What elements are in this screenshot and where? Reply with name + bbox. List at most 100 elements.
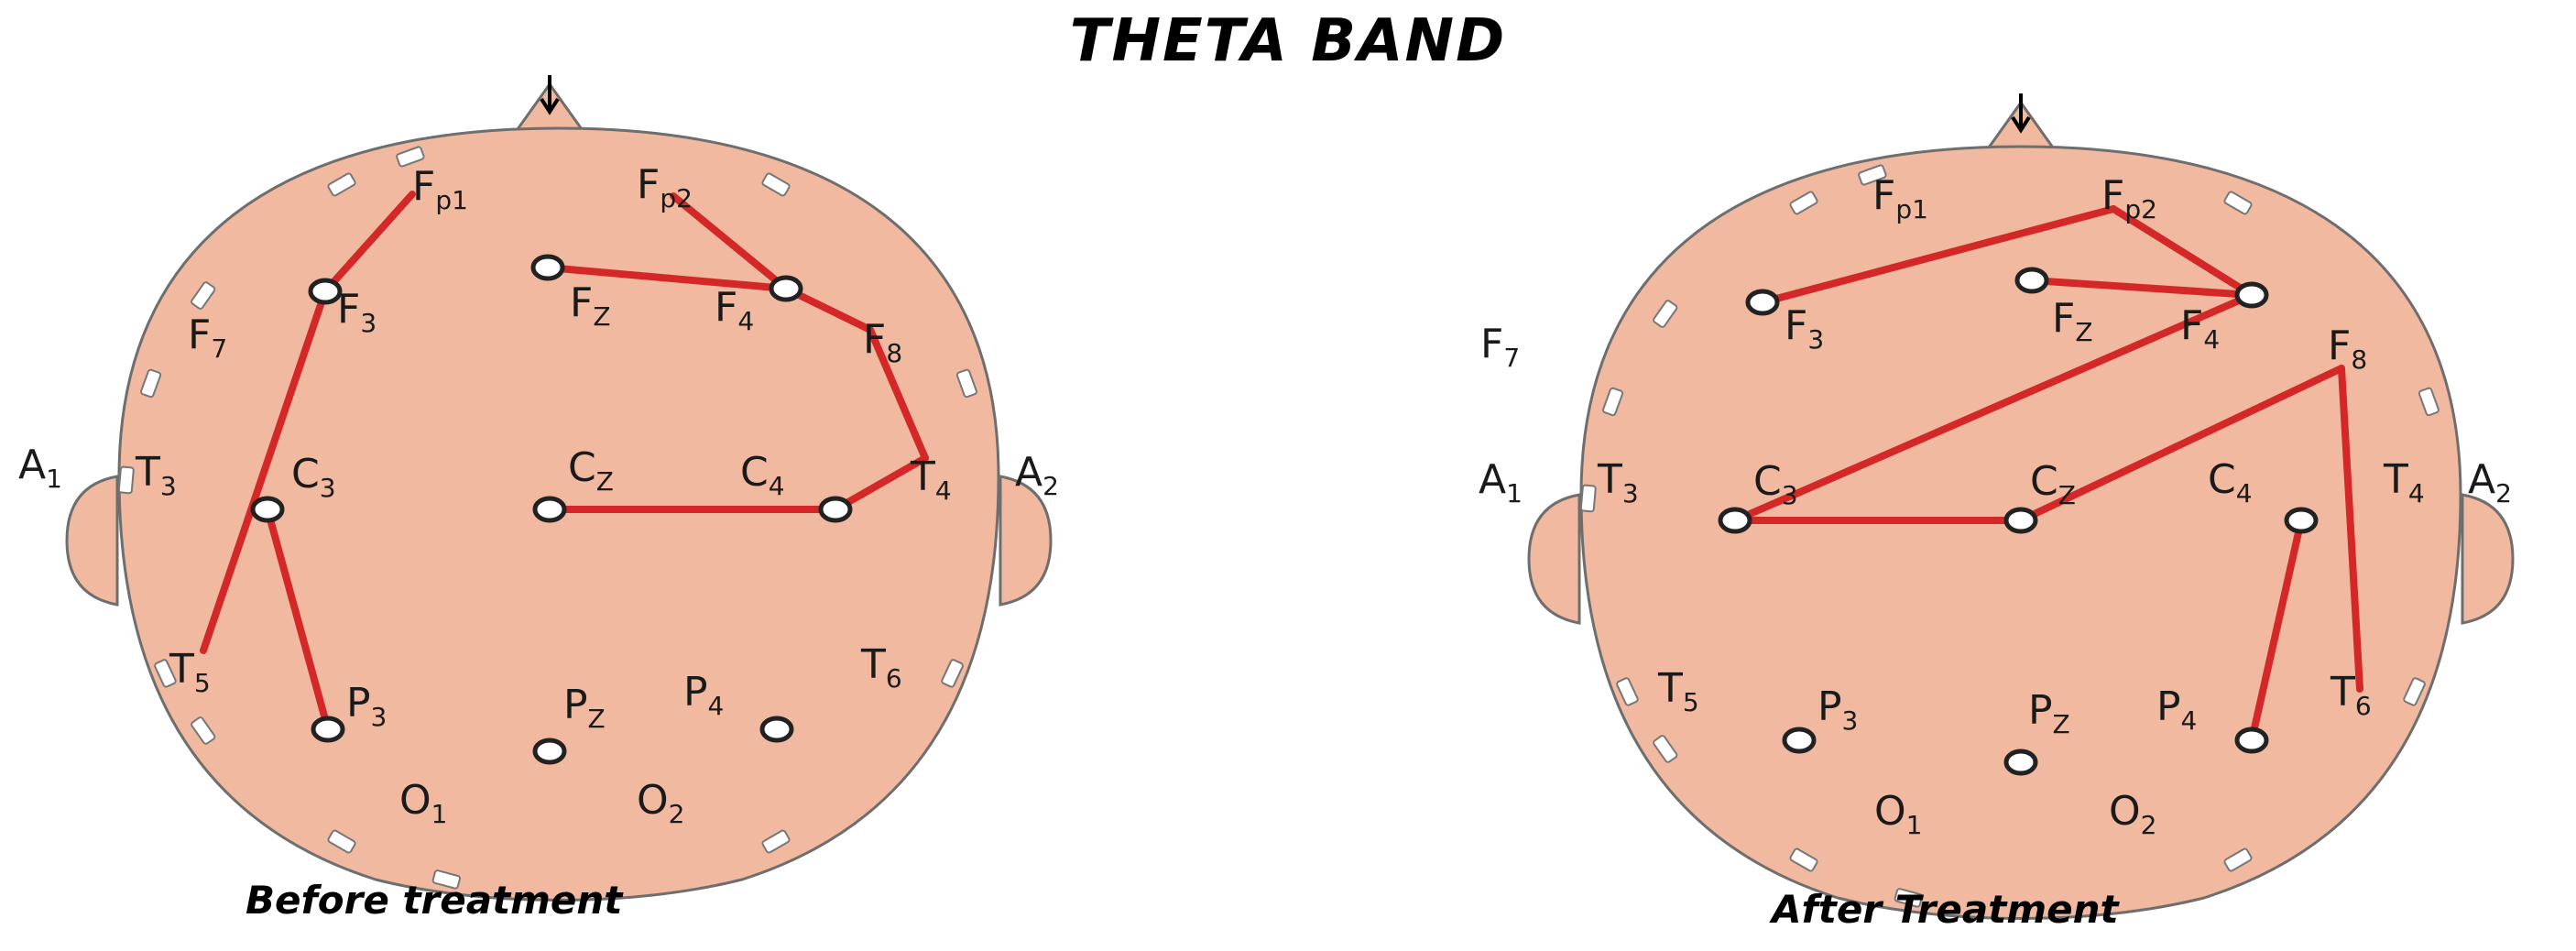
electrode-label-main: F: [337, 286, 360, 333]
rim-tab: [761, 172, 791, 197]
electrode-label-main: T: [910, 454, 935, 500]
electrode-label-a2: A2: [1015, 449, 1059, 501]
electrode-label-sub: 2: [2141, 810, 2157, 840]
electrode-label-p3: P3: [346, 680, 387, 732]
electrode-label-sub: 1: [46, 464, 62, 494]
electrode-label-main: F: [570, 279, 593, 326]
electrode-label-f3: F3: [337, 286, 377, 338]
electrode-label-a2: A2: [2468, 456, 2512, 508]
electrode-p3: [1782, 727, 1817, 754]
electrode-label-fp2: Fp2: [637, 161, 693, 213]
electrode-label-c3: C3: [291, 451, 336, 503]
rim-tab: [2223, 847, 2253, 872]
connection-c4-p4: [2248, 517, 2305, 744]
electrode-label-main: T: [1657, 665, 1683, 712]
electrode-label-pz: PZ: [563, 682, 606, 734]
rim-tab: [117, 465, 135, 495]
electrode-label-main: C: [2208, 456, 2236, 503]
right-ear: [999, 475, 1053, 607]
electrode-label-sub: Z: [593, 301, 610, 332]
electrode-label-main: P: [2028, 687, 2053, 734]
electrode-label-t3: T3: [1597, 456, 1639, 508]
electrode-label-main: A: [1479, 456, 1506, 503]
nasion-arrow-icon: [540, 75, 560, 115]
electrode-label-t6: T6: [2330, 669, 2372, 721]
electrode-label-sub: 3: [371, 702, 387, 732]
electrode-label-main: F: [412, 163, 435, 210]
electrode-label-sub: 7: [211, 333, 227, 364]
electrode-label-sub: 3: [160, 471, 177, 501]
electrode-label-a1: A1: [18, 442, 62, 494]
electrode-fz: [2014, 267, 2049, 294]
connection-f4-c3: [1731, 291, 2255, 524]
electrode-label-t5: T5: [1657, 665, 1699, 717]
electrode-label-fp1: Fp1: [1872, 172, 1928, 224]
electrode-label-t3: T3: [135, 449, 177, 501]
electrode-label-o1: O1: [1874, 788, 1922, 840]
electrode-label-sub: 7: [1503, 343, 1520, 373]
electrode-label-main: O: [637, 777, 669, 824]
electrode-label-main: C: [2030, 458, 2058, 505]
electrode-label-main: F: [2180, 302, 2203, 349]
electrode-label-fz: FZ: [570, 279, 611, 332]
rim-tab: [154, 659, 177, 688]
electrode-label-main: A: [1015, 449, 1042, 496]
electrode-label-sub: 4: [2203, 324, 2220, 355]
electrode-label-main: T: [2330, 669, 2355, 716]
electrode-label-main: T: [860, 641, 886, 688]
rim-tab: [327, 829, 356, 854]
left-ear: [65, 475, 119, 607]
caption-after-treatment: After Treatment: [1772, 887, 2119, 932]
electrode-c4: [818, 496, 853, 523]
rim-tab: [191, 716, 216, 745]
electrode-label-f3: F3: [1785, 302, 1824, 355]
rim-tab: [431, 869, 461, 890]
electrode-label-o2: O2: [637, 777, 684, 829]
rim-tab: [1616, 677, 1639, 706]
electrode-label-main: T: [135, 449, 160, 496]
electrode-label-sub: 2: [2495, 478, 2512, 508]
electrode-label-main: F: [2052, 295, 2075, 342]
connection-fp2-f4: [670, 192, 790, 292]
rim-tab: [761, 829, 791, 854]
electrode-label-main: F: [1872, 172, 1895, 219]
electrode-c3: [250, 496, 285, 523]
electrode-label-t6: T6: [860, 641, 902, 694]
electrode-p3: [311, 716, 345, 743]
electrode-label-p4: P4: [2156, 683, 2197, 736]
electrode-label-sub: Z: [2075, 317, 2092, 347]
electrode-label-sub: 4: [708, 691, 725, 721]
connection-fz-f4: [2028, 277, 2255, 299]
rim-tab: [140, 368, 162, 399]
electrode-label-sub: 3: [360, 308, 377, 338]
electrode-label-fz: FZ: [2052, 295, 2093, 347]
electrode-label-p3: P3: [1817, 683, 1858, 736]
electrode-pz: [2003, 749, 2038, 776]
connection-f8-t6: [2338, 365, 2363, 693]
electrode-label-sub: 3: [1842, 705, 1859, 736]
electrode-label-main: F: [1480, 321, 1503, 367]
connection-cz-f8: [2017, 365, 2345, 524]
nasion-arrow-icon: [2011, 93, 2031, 134]
electrode-label-fp1: Fp1: [412, 163, 468, 215]
electrode-fz: [530, 254, 565, 281]
rim-tab: [1894, 888, 1923, 908]
electrode-label-sub: 8: [2351, 344, 2367, 375]
electrode-f4: [2234, 281, 2269, 309]
electrode-label-sub: 6: [886, 663, 902, 694]
electrode-label-c4: C4: [740, 449, 785, 501]
electrode-label-main: P: [563, 682, 588, 728]
electrode-label-sub: p2: [2124, 194, 2157, 224]
electrode-label-t4: T4: [910, 454, 952, 506]
rim-tab: [1602, 387, 1624, 417]
electrode-label-sub: 3: [1782, 480, 1798, 510]
electrode-label-sub: Z: [588, 704, 606, 734]
rim-tab: [1653, 300, 1678, 328]
electrode-label-main: T: [1597, 456, 1622, 503]
electrode-label-main: C: [740, 449, 769, 496]
connection-c3-p3: [264, 506, 332, 733]
electrode-f4: [769, 275, 803, 302]
connection-f3-fp2: [1759, 205, 2117, 306]
electrode-label-main: F: [637, 161, 660, 208]
electrode-p4: [759, 716, 794, 743]
